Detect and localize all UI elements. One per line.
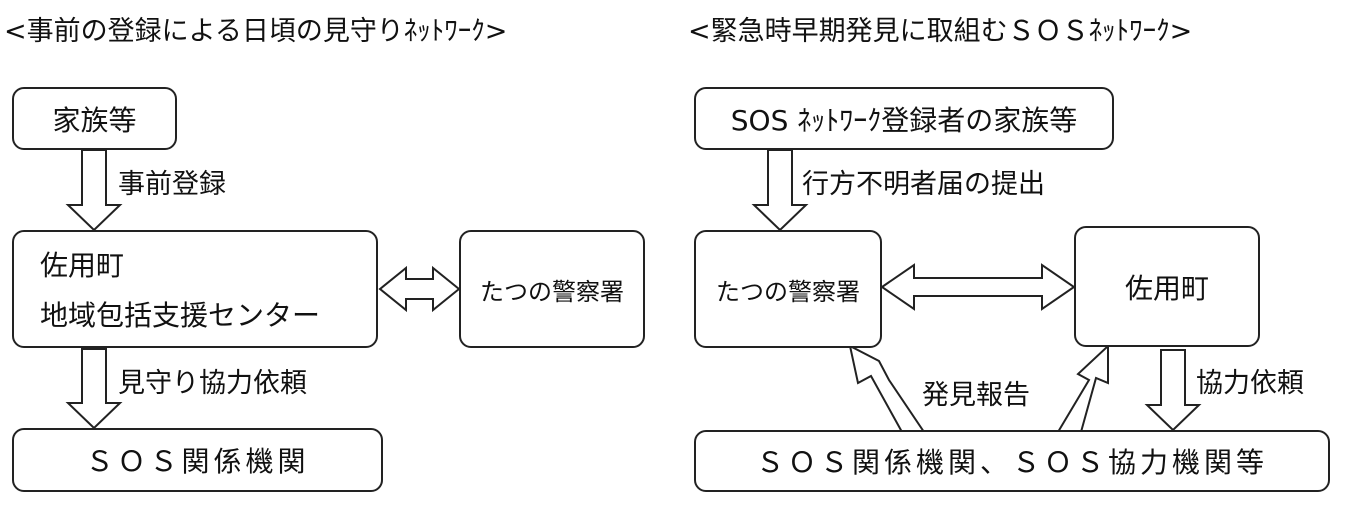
family-box: 家族等 <box>12 87 177 150</box>
arrow-center-police-bidirectional <box>378 265 461 313</box>
sos-agencies-box: ＳＯＳ関係機関 <box>12 428 383 492</box>
arrow-sos-to-town <box>1056 343 1109 433</box>
registration-label: 事前登録 <box>118 169 226 200</box>
sos-agencies-label: ＳＯＳ関係機関 <box>85 445 310 478</box>
registered-family-label: SOS ﾈｯﾄﾜｰｸ登録者の家族等 <box>730 103 1078 137</box>
police-station-box: たつの警察署 <box>459 230 645 348</box>
right-diagram-title: <緊急時早期発見に取組むＳＯＳﾈｯﾄﾜｰｸ> <box>688 16 1193 47</box>
arrow-sos-to-police <box>848 344 926 433</box>
town-box: 佐用町 <box>1074 226 1260 347</box>
arrow-family-to-police <box>751 149 809 232</box>
center-line-name: 地域包括支援センター <box>40 299 321 332</box>
cooperation-request-label: 協力依頼 <box>1196 368 1304 399</box>
discovery-report-label: 発見報告 <box>922 380 1030 411</box>
arrow-family-to-center <box>65 149 123 232</box>
left-diagram-title: <事前の登録による日頃の見守りﾈｯﾄﾜｰｸ> <box>4 16 508 47</box>
police-station-box-right: たつの警察署 <box>694 230 882 348</box>
arrow-center-to-sos <box>65 348 123 430</box>
family-box-label: 家族等 <box>52 103 137 137</box>
police-station-label-right: たつの警察署 <box>716 277 860 306</box>
sos-agencies-cooperators-box: ＳＯＳ関係機関、ＳＯＳ協力機関等 <box>694 430 1330 492</box>
arrow-town-to-sos <box>1144 349 1202 432</box>
missing-report-label: 行方不明者届の提出 <box>802 169 1045 200</box>
community-support-center-box: 佐用町 地域包括支援センター <box>12 230 378 348</box>
registered-family-box: SOS ﾈｯﾄﾜｰｸ登録者の家族等 <box>694 87 1114 150</box>
arrow-police-town-bidirectional <box>880 263 1076 311</box>
town-label: 佐用町 <box>1124 271 1209 305</box>
center-line-town: 佐用町 <box>40 249 125 282</box>
watch-request-label: 見守り協力依頼 <box>118 368 307 399</box>
police-station-label: たつの警察署 <box>480 277 624 306</box>
sos-agencies-cooperators-label: ＳＯＳ関係機関、ＳＯＳ協力機関等 <box>755 446 1268 479</box>
